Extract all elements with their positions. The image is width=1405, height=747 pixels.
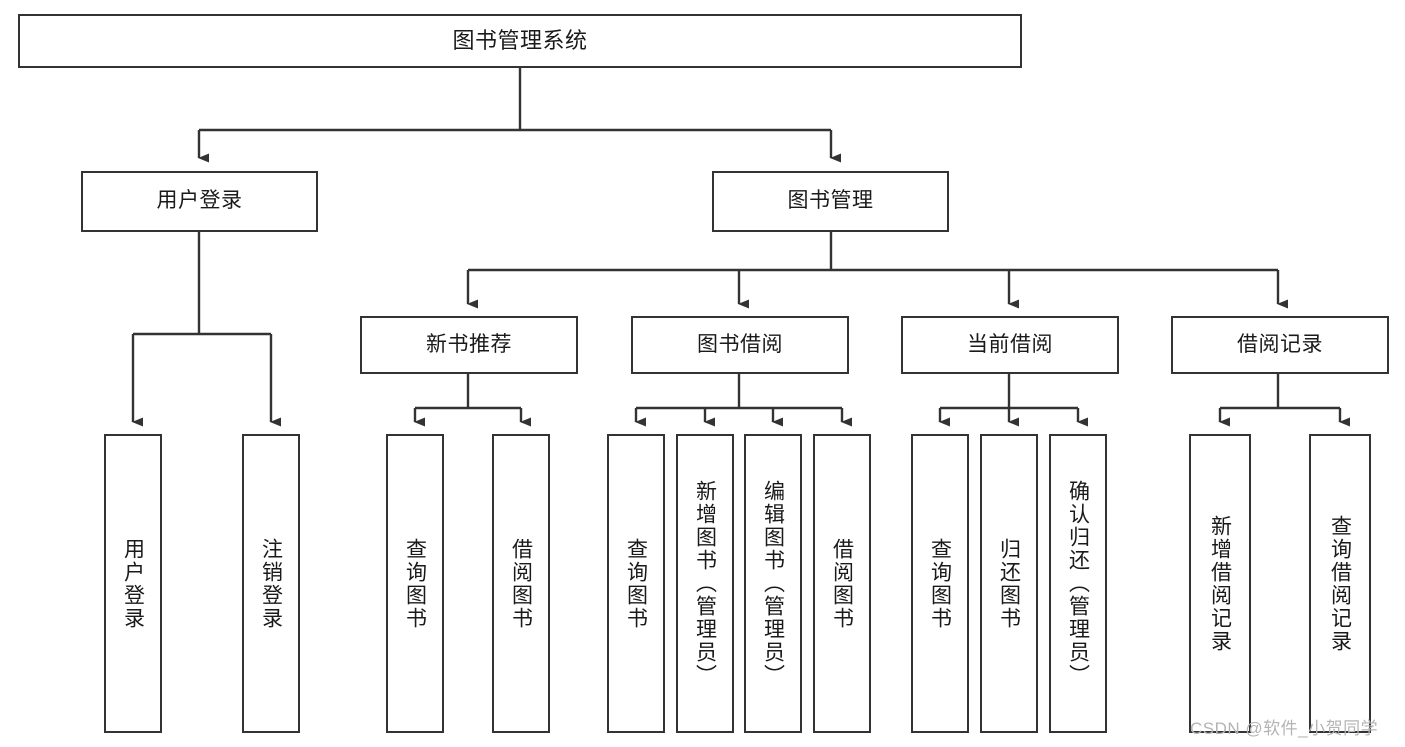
node-user-login-label: 用户登录 [156,189,243,213]
node-borrow-record-label: 借阅记录 [1237,332,1323,356]
node-new-book-recommend-label: 新书推荐 [426,332,512,356]
leaf-new-book-query[interactable]: 查询图书 [386,434,444,733]
leaf-book-borrow-edit[interactable]: 编辑图书（管理员） [744,434,802,733]
node-current-borrow[interactable]: 当前借阅 [901,316,1119,374]
leaf-book-borrow-query[interactable]: 查询图书 [607,434,665,733]
leaf-borrow-record-query[interactable]: 查询借阅记录 [1309,434,1371,733]
node-book-borrow-label: 图书借阅 [697,332,783,356]
leaf-new-book-borrow-label: 借阅图书 [509,537,533,630]
leaf-new-book-query-label: 查询图书 [403,537,427,630]
leaf-user-login-login-label: 用户登录 [121,537,145,630]
node-user-login[interactable]: 用户登录 [81,171,318,232]
leaf-current-borrow-confirm-return[interactable]: 确认归还（管理员） [1049,434,1107,733]
node-borrow-record[interactable]: 借阅记录 [1171,316,1389,374]
leaf-book-borrow-borrow-label: 借阅图书 [830,537,854,630]
leaf-current-borrow-confirm-return-label: 确认归还（管理员） [1066,480,1090,687]
leaf-current-borrow-return-label: 归还图书 [997,537,1021,630]
node-current-borrow-label: 当前借阅 [967,332,1053,356]
leaf-new-book-borrow[interactable]: 借阅图书 [492,434,550,733]
leaf-book-borrow-borrow[interactable]: 借阅图书 [813,434,871,733]
leaf-user-login-logout[interactable]: 注销登录 [242,434,300,733]
leaf-book-borrow-add[interactable]: 新增图书（管理员） [676,434,734,733]
leaf-book-borrow-edit-label: 编辑图书（管理员） [761,480,785,687]
leaf-current-borrow-query-label: 查询图书 [928,537,952,630]
leaf-current-borrow-return[interactable]: 归还图书 [980,434,1038,733]
node-book-management[interactable]: 图书管理 [712,171,949,232]
node-book-borrow[interactable]: 图书借阅 [631,316,849,374]
node-new-book-recommend[interactable]: 新书推荐 [360,316,578,374]
leaf-borrow-record-query-label: 查询借阅记录 [1328,514,1352,653]
node-book-management-label: 图书管理 [787,189,874,213]
csdn-watermark: CSDN @软件_小贺同学 [1190,719,1379,738]
leaf-book-borrow-add-label: 新增图书（管理员） [693,480,717,687]
leaf-user-login-logout-label: 注销登录 [259,537,283,630]
leaf-user-login-login[interactable]: 用户登录 [104,434,162,733]
leaf-book-borrow-query-label: 查询图书 [624,537,648,630]
node-root-system[interactable]: 图书管理系统 [18,14,1022,68]
leaf-borrow-record-add-label: 新增借阅记录 [1208,514,1232,653]
node-root-system-label: 图书管理系统 [452,28,588,54]
leaf-borrow-record-add[interactable]: 新增借阅记录 [1189,434,1251,733]
leaf-current-borrow-query[interactable]: 查询图书 [911,434,969,733]
